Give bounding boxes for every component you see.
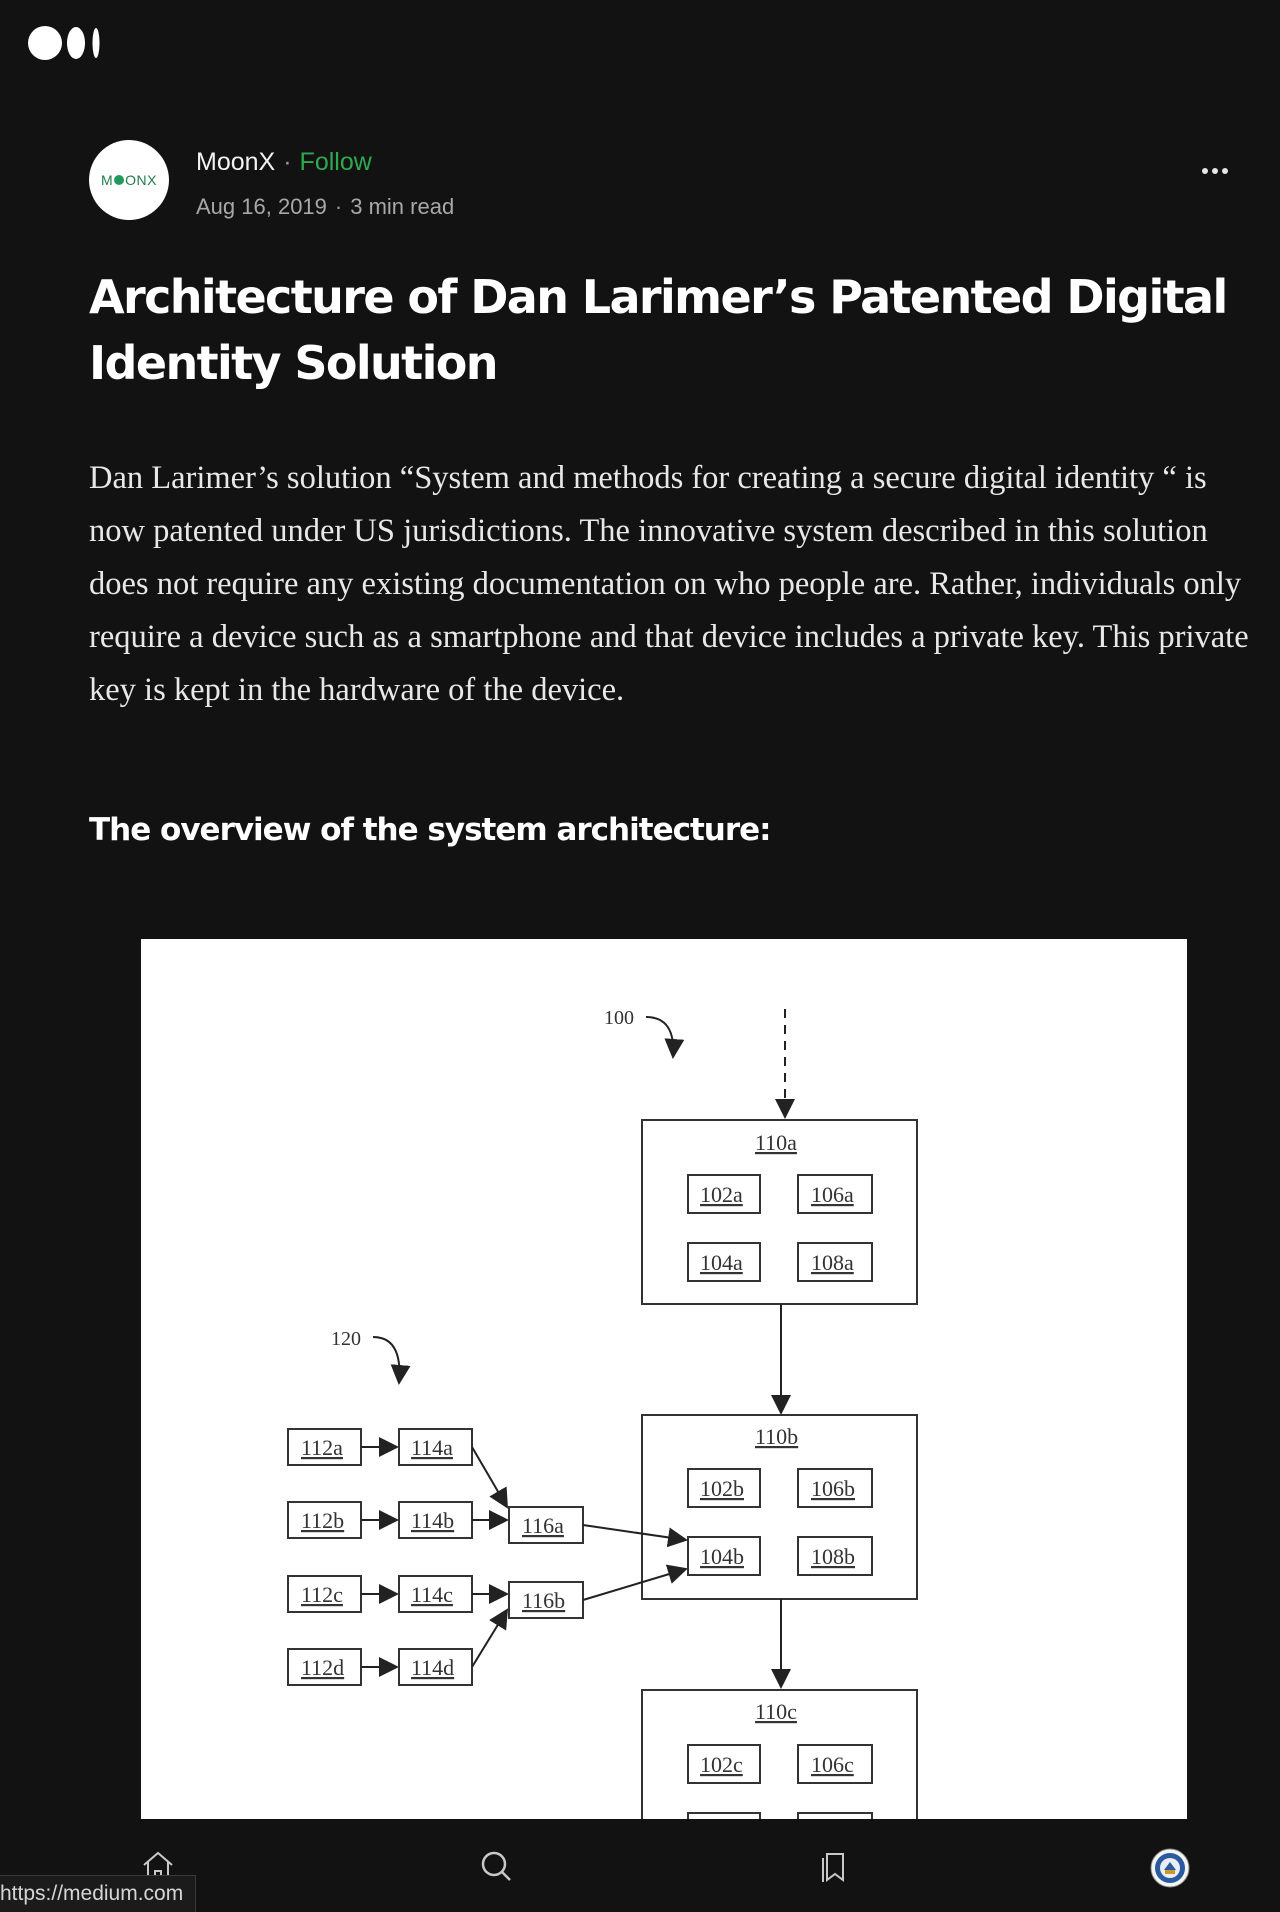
medium-logo-icon[interactable] [28,26,104,65]
author-name[interactable]: MoonX [196,148,276,176]
box-112b: 112b [301,1508,344,1533]
box-112a: 112a [301,1435,343,1460]
top-bar [0,0,1280,90]
follow-button[interactable]: Follow [299,148,372,176]
architecture-diagram[interactable]: 100 110a 102a 106a 104a 108a 110b 102b 1… [141,939,1187,1819]
box-114b: 114b [411,1508,454,1533]
box-104a: 104a [700,1250,743,1275]
section-heading: The overview of the system architecture: [89,812,772,848]
article-meta: Aug 16, 2019 · 3 min read [196,194,454,220]
box-114c: 114c [411,1582,453,1607]
box-114a: 114a [411,1435,453,1460]
publish-date: Aug 16, 2019 [196,194,327,219]
node-110b-label: 110b [755,1424,798,1449]
label-120: 120 [331,1328,361,1350]
avatar-text-left: M [100,172,114,188]
author-separator: · [283,148,292,176]
author-line: MoonX·Follow [196,148,372,177]
article-title: Architecture of Dan Larimer’s Patented D… [89,270,1228,390]
more-options-icon[interactable] [1201,150,1229,182]
node-110c-label: 110c [755,1699,797,1724]
box-108b: 108b [811,1544,855,1569]
profile-avatar-icon[interactable] [1150,1848,1190,1893]
box-106b: 106b [811,1476,855,1501]
box-114d: 114d [411,1655,454,1680]
bookmarks-icon[interactable] [816,1848,852,1889]
box-112d: 112d [301,1655,344,1680]
bottom-navigation: https://medium.com [0,1820,1280,1912]
box-116b: 116b [522,1588,565,1613]
node-110a-label: 110a [755,1130,797,1155]
box-102c: 102c [700,1752,743,1777]
box-116a: 116a [522,1513,564,1538]
search-icon[interactable] [478,1848,514,1889]
box-104b: 104b [700,1544,744,1569]
box-102a: 102a [700,1182,743,1207]
box-106a: 106a [811,1182,854,1207]
read-time: 3 min read [350,194,455,219]
box-106c: 106c [811,1752,854,1777]
author-avatar[interactable]: M ONX [89,140,169,220]
box-108a: 108a [811,1250,854,1275]
label-100: 100 [604,1007,634,1029]
meta-separator: · [334,194,343,219]
status-url-tooltip: https://medium.com [0,1875,197,1912]
box-112c: 112c [301,1582,343,1607]
box-102b: 102b [700,1476,744,1501]
avatar-dot-icon [114,175,125,185]
avatar-text-right: ONX [125,172,157,188]
article-paragraph: Dan Larimer’s solution “System and metho… [89,460,1249,708]
